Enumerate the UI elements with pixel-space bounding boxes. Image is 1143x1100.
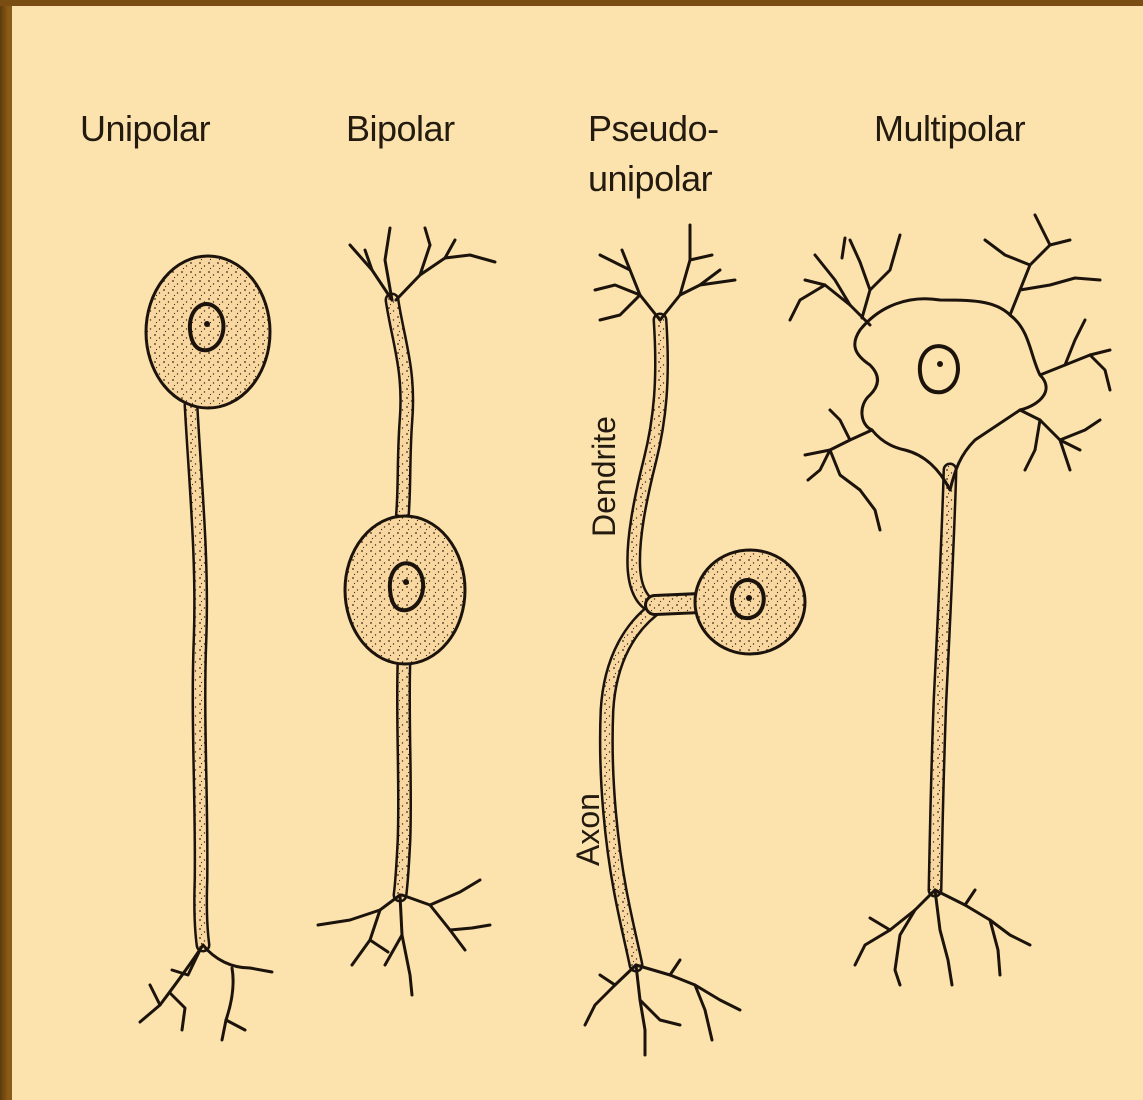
unipolar-nucleolus — [204, 321, 210, 327]
bipolar-cell-body — [345, 516, 465, 664]
bipolar-nucleolus — [403, 579, 409, 585]
pseudo-unipolar-nucleolus — [746, 595, 752, 601]
multipolar-nucleolus — [937, 361, 943, 367]
multipolar-nucleus — [920, 346, 958, 392]
multipolar-cell-body — [855, 299, 1046, 490]
bipolar-axon-terminals — [318, 880, 490, 995]
unipolar-terminal-branches — [140, 945, 272, 1040]
multipolar-neuron — [790, 215, 1110, 985]
pseudo-unipolar-dendrite-branches — [595, 225, 735, 320]
pseudo-unipolar-cell-body — [695, 550, 805, 654]
pseudo-unipolar-neuron — [585, 225, 805, 1055]
pseudo-unipolar-axon-terminals — [585, 960, 740, 1055]
bipolar-dendrite-branches — [350, 228, 495, 300]
bipolar-neuron — [318, 228, 495, 995]
unipolar-cell-body — [146, 256, 270, 408]
multipolar-axon-terminals — [855, 890, 1030, 985]
unipolar-neuron — [140, 256, 272, 1040]
